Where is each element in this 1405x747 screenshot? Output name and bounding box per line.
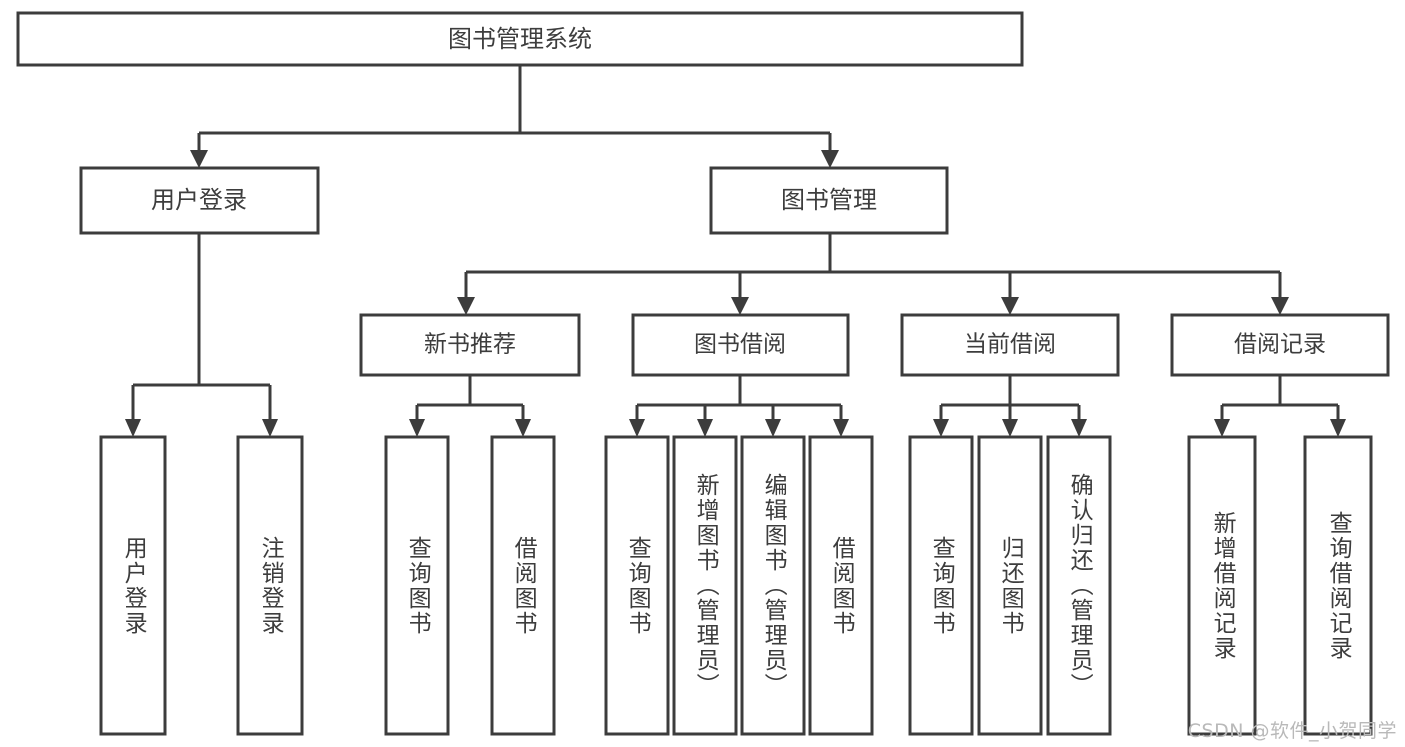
arrow-head-icon [765,419,781,437]
arrow-head-icon [1002,419,1018,437]
arrow-head-icon [629,419,645,437]
arrow-head-icon [1271,297,1289,315]
connector-records-to-leaves [1214,375,1346,437]
leaf-box-query-books-1[interactable] [384,435,450,736]
leaf-box-query-books-2[interactable] [604,435,670,736]
arrow-head-icon [1001,297,1019,315]
node-current-borrow[interactable]: 当前借阅 [900,313,1120,377]
node-new-book-recommend[interactable]: 新书推荐 [359,313,581,377]
arrow-head-icon [190,150,208,168]
arrow-head-icon [125,419,141,437]
arrow-head-icon [1071,419,1087,437]
arrow-head-icon [515,419,531,437]
node-books-management-box [709,166,949,235]
arrow-head-icon [1214,419,1230,437]
arrow-head-icon [457,297,475,315]
node-root-box [16,11,1024,67]
connector-root-to-level2 [190,65,839,168]
leaf-box-query-books-3[interactable] [908,435,974,736]
leaf-box-query-borrow-record[interactable] [1303,435,1373,736]
connector-newbooks-to-leaves [409,375,531,437]
arrow-head-icon [1330,419,1346,437]
connector-borrow-to-leaves [629,375,849,437]
leaf-boxes-group [99,435,1373,736]
leaf-box-user-login[interactable] [99,435,167,736]
leaf-box-borrow-books-1[interactable] [490,435,556,736]
leaf-box-add-book-admin[interactable] [672,435,738,736]
connector-userlogin-to-leaves [125,233,278,437]
node-borrow-records-label: 借阅记录 [1234,332,1326,358]
node-user-login[interactable]: 用户登录 [79,166,320,235]
arrow-head-icon [409,419,425,437]
arrow-head-icon [731,297,749,315]
arrow-head-icon [697,419,713,437]
node-books-management-label: 图书管理 [781,186,877,214]
leaf-box-return-books[interactable] [977,435,1043,736]
node-root-system[interactable]: 图书管理系统 [16,11,1024,67]
node-new-book-recommend-label: 新书推荐 [424,332,516,358]
leaf-box-logout[interactable] [236,435,304,736]
leaf-box-add-borrow-record[interactable] [1187,435,1257,736]
node-book-borrow-box [631,313,850,377]
arrow-head-icon [262,419,278,437]
node-borrow-records[interactable]: 借阅记录 [1170,313,1390,377]
leaf-box-borrow-books-2[interactable] [808,435,874,736]
arrow-head-icon [933,419,949,437]
node-current-borrow-box [900,313,1120,377]
node-user-login-box [79,166,320,235]
node-book-borrow-label: 图书借阅 [694,332,786,358]
leaf-box-confirm-return-admin[interactable] [1046,435,1112,736]
node-borrow-records-box [1170,313,1390,377]
node-books-management[interactable]: 图书管理 [709,166,949,235]
node-user-login-label: 用户登录 [151,186,247,214]
arrow-head-icon [833,419,849,437]
node-new-book-recommend-box [359,313,581,377]
connector-booksmgmt-to-level3 [457,233,1289,315]
leaf-box-edit-book-admin[interactable] [740,435,806,736]
arrow-head-icon [821,150,839,168]
connector-current-to-leaves [933,375,1087,437]
node-current-borrow-label: 当前借阅 [964,332,1056,358]
watermark-text: CSDN @软件_小贺同学 [1187,720,1397,742]
node-book-borrow[interactable]: 图书借阅 [631,313,850,377]
node-root-label: 图书管理系统 [448,25,592,53]
